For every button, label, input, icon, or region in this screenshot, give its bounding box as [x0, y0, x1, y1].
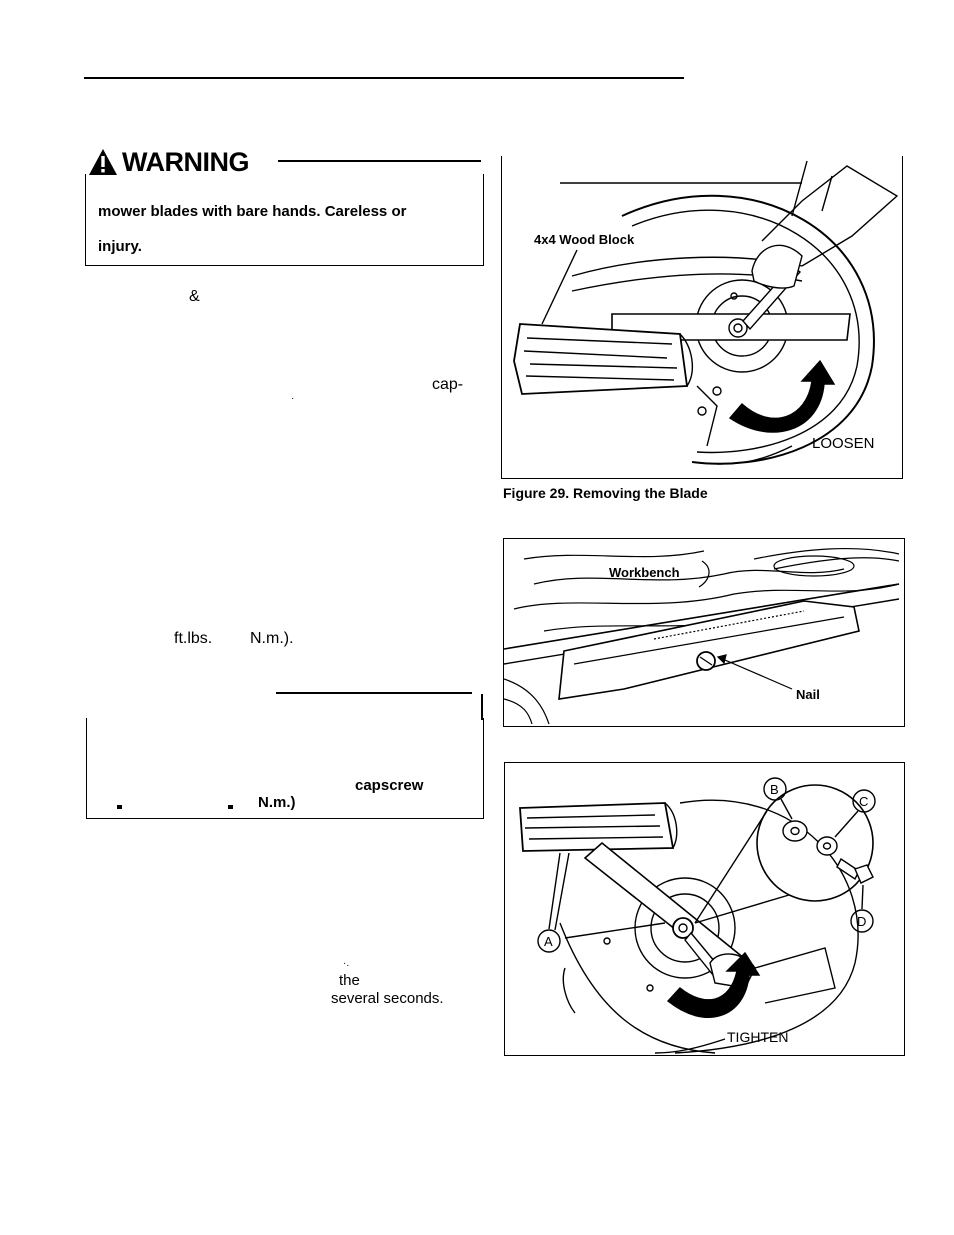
label-workbench: Workbench	[609, 565, 680, 580]
note-border-corner	[481, 694, 483, 720]
callout-b: B	[770, 782, 779, 797]
figure-30-illustration: Workbench Nail	[504, 547, 900, 725]
figure-29-removing-blade: 4x4 Wood Block LOOSEN	[501, 156, 903, 479]
label-loosen: LOOSEN	[812, 435, 875, 452]
note-text-nm: N.m.)	[258, 794, 296, 811]
note-rule	[276, 692, 472, 694]
warning-header: WARNING	[88, 145, 255, 179]
text-fragment-tick: ·.	[343, 958, 350, 969]
warning-title: WARNING	[122, 146, 250, 177]
figure-29-illustration: 4x4 Wood Block LOOSEN	[513, 160, 899, 465]
text-fragment-ampersand: &	[189, 288, 200, 305]
figure-31-installing-blade: B C D A TIGHTEN	[504, 762, 905, 1056]
text-fragment-dot: ·	[291, 393, 295, 404]
text-fragment-the: the	[339, 972, 360, 989]
figure-29-caption: Figure 29. Removing the Blade	[503, 485, 708, 501]
warning-text-line-1: mower blades with bare hands. Careless o…	[98, 203, 407, 220]
note-box	[86, 718, 484, 819]
text-fragment-nm: N.m.).	[250, 630, 294, 647]
callout-c: C	[859, 794, 868, 809]
figure-31-illustration: B C D A TIGHTEN	[519, 777, 876, 1054]
callout-d: D	[857, 914, 866, 929]
warning-text-line-2: injury.	[98, 238, 142, 255]
text-fragment-several-seconds: several seconds.	[331, 990, 444, 1007]
warning-triangle-icon	[89, 149, 117, 175]
text-fragment-ftlbs: ft.lbs.	[174, 630, 213, 647]
callout-a: A	[544, 934, 553, 949]
text-fragment-cap: cap-	[432, 376, 464, 393]
label-nail: Nail	[796, 687, 820, 702]
note-bullet	[228, 805, 233, 809]
figure-30-blade-on-workbench: Workbench Nail	[503, 538, 905, 727]
note-text-capscrew: capscrew	[355, 777, 424, 794]
label-wood-block: 4x4 Wood Block	[534, 232, 635, 247]
warning-box	[85, 174, 484, 266]
top-rule	[84, 77, 684, 79]
warning-rule	[278, 160, 481, 162]
note-bullet	[117, 805, 122, 809]
label-tighten: TIGHTEN	[727, 1029, 788, 1045]
